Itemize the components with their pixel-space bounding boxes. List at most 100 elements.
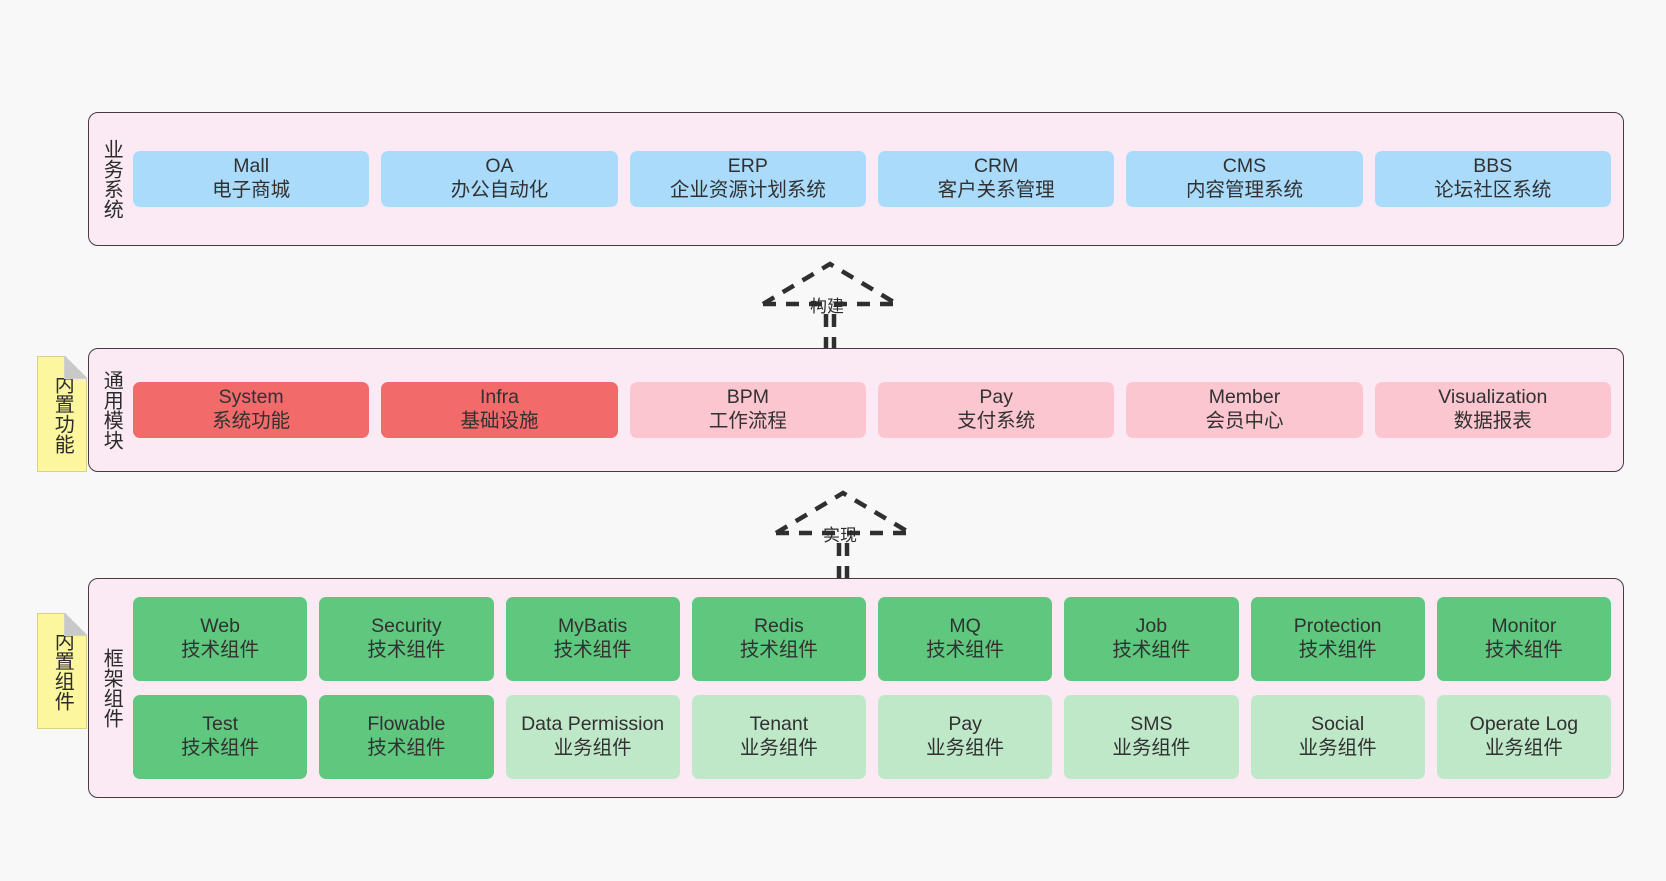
card-title: Operate Log <box>1469 713 1579 736</box>
card-title: Pay <box>948 713 982 736</box>
card-subtitle: 技术组件 <box>739 639 818 661</box>
card-title: Monitor <box>1491 615 1557 638</box>
connector-label-build: 构建 <box>810 297 844 316</box>
card-title: Pay <box>979 386 1013 409</box>
card-web[interactable]: Web 技术组件 <box>133 597 308 681</box>
card-crm[interactable]: CRM 客户关系管理 <box>877 151 1115 207</box>
card-mybatis[interactable]: MyBatis 技术组件 <box>505 597 680 681</box>
card-subtitle: 技术组件 <box>926 639 1005 661</box>
note-builtin-function: 内置功能 <box>37 356 87 472</box>
card-social[interactable]: Social 业务组件 <box>1250 695 1425 779</box>
card-title: BPM <box>726 386 769 409</box>
card-pay-component[interactable]: Pay 业务组件 <box>878 695 1053 779</box>
card-title: Test <box>202 713 238 736</box>
card-title: CRM <box>973 155 1019 178</box>
card-subtitle: 技术组件 <box>181 737 260 759</box>
card-subtitle: 技术组件 <box>367 737 446 759</box>
card-bpm[interactable]: BPM 工作流程 <box>629 382 866 438</box>
card-visualization[interactable]: Visualization 数据报表 <box>1374 382 1611 438</box>
card-subtitle: 业务组件 <box>553 737 632 759</box>
note-builtin-component: 内置组件 <box>37 613 87 729</box>
connector-label-implement: 实现 <box>823 526 857 545</box>
card-subtitle: 业务组件 <box>926 737 1005 759</box>
card-title: Member <box>1208 386 1281 409</box>
card-tenant[interactable]: Tenant 业务组件 <box>691 695 866 779</box>
card-subtitle: 业务组件 <box>1484 737 1563 759</box>
dashed-hollow-arrow-icon <box>774 490 912 579</box>
card-system[interactable]: System 系统功能 <box>133 382 370 438</box>
layer-business-system: 业务系统 Mall 电子商城 OA 办公自动化 ERP 企业资源计划系统 CRM… <box>88 112 1624 246</box>
card-mall[interactable]: Mall 电子商城 <box>133 151 370 207</box>
card-title: BBS <box>1473 155 1513 178</box>
card-title: Data Permission <box>521 713 665 736</box>
card-subtitle: 电子商城 <box>212 179 291 201</box>
card-title: ERP <box>727 155 768 178</box>
card-operate-log[interactable]: Operate Log 业务组件 <box>1436 695 1611 779</box>
card-pay[interactable]: Pay 支付系统 <box>877 382 1115 438</box>
card-subtitle: 论坛社区系统 <box>1434 179 1552 201</box>
card-redis[interactable]: Redis 技术组件 <box>691 597 866 681</box>
connector-build: 构建 <box>755 258 905 350</box>
layer-body-framework-component: Web 技术组件 Security 技术组件 MyBatis 技术组件 Redi… <box>133 579 1623 797</box>
card-bbs[interactable]: BBS 论坛社区系统 <box>1374 151 1611 207</box>
card-subtitle: 系统功能 <box>212 410 291 432</box>
card-title: OA <box>485 155 514 178</box>
card-test[interactable]: Test 技术组件 <box>133 695 308 779</box>
card-row: Web 技术组件 Security 技术组件 MyBatis 技术组件 Redi… <box>133 597 1611 681</box>
card-protection[interactable]: Protection 技术组件 <box>1250 597 1425 681</box>
card-oa[interactable]: OA 办公自动化 <box>381 151 618 207</box>
card-subtitle: 办公自动化 <box>450 179 549 201</box>
card-title: Visualization <box>1438 386 1548 409</box>
card-title: Job <box>1135 615 1168 638</box>
card-title: Web <box>200 615 240 638</box>
layer-body-business-system: Mall 电子商城 OA 办公自动化 ERP 企业资源计划系统 CRM 客户关系… <box>133 113 1623 245</box>
layer-label-business-system: 业务系统 <box>100 139 123 219</box>
card-title: CMS <box>1222 155 1267 178</box>
card-title: Social <box>1311 713 1365 736</box>
card-subtitle: 工作流程 <box>708 410 787 432</box>
card-subtitle: 基础设施 <box>460 410 539 432</box>
card-title: Infra <box>479 386 519 409</box>
card-monitor[interactable]: Monitor 技术组件 <box>1436 597 1611 681</box>
card-title: Protection <box>1293 615 1382 638</box>
card-flowable[interactable]: Flowable 技术组件 <box>319 695 494 779</box>
connector-implement: 实现 <box>768 487 918 579</box>
card-subtitle: 客户关系管理 <box>937 179 1055 201</box>
card-subtitle: 技术组件 <box>1112 639 1191 661</box>
card-cms[interactable]: CMS 内容管理系统 <box>1126 151 1363 207</box>
card-security[interactable]: Security 技术组件 <box>319 597 494 681</box>
card-subtitle: 技术组件 <box>553 639 632 661</box>
card-mq[interactable]: MQ 技术组件 <box>878 597 1053 681</box>
card-subtitle: 技术组件 <box>1298 639 1377 661</box>
card-infra[interactable]: Infra 基础设施 <box>381 382 618 438</box>
card-subtitle: 业务组件 <box>739 737 818 759</box>
card-subtitle: 技术组件 <box>181 639 260 661</box>
card-title: Flowable <box>367 713 446 736</box>
card-title: MQ <box>949 615 981 638</box>
card-title: MyBatis <box>557 615 628 638</box>
card-subtitle: 企业资源计划系统 <box>669 179 826 201</box>
card-data-permission[interactable]: Data Permission 业务组件 <box>505 695 680 779</box>
card-subtitle: 支付系统 <box>957 410 1036 432</box>
card-subtitle: 内容管理系统 <box>1185 179 1303 201</box>
card-subtitle: 数据报表 <box>1453 410 1532 432</box>
card-sms[interactable]: SMS 业务组件 <box>1064 695 1239 779</box>
card-erp[interactable]: ERP 企业资源计划系统 <box>629 151 866 207</box>
layer-label-common-module: 通用模块 <box>100 370 123 450</box>
card-title: Security <box>371 615 442 638</box>
card-title: System <box>218 386 284 409</box>
card-title: Redis <box>753 615 804 638</box>
card-job[interactable]: Job 技术组件 <box>1064 597 1239 681</box>
card-member[interactable]: Member 会员中心 <box>1126 382 1363 438</box>
card-row: System 系统功能 Infra 基础设施 BPM 工作流程 Pay 支付系统… <box>133 382 1611 438</box>
card-subtitle: 会员中心 <box>1205 410 1284 432</box>
note-text: 内置功能 <box>51 374 74 454</box>
card-subtitle: 业务组件 <box>1298 737 1377 759</box>
card-row: Test 技术组件 Flowable 技术组件 Data Permission … <box>133 695 1611 779</box>
dashed-hollow-arrow-icon <box>761 261 899 350</box>
card-subtitle: 业务组件 <box>1112 737 1191 759</box>
layer-framework-component: 框架组件 Web 技术组件 Security 技术组件 MyBatis 技术组件… <box>88 578 1624 798</box>
note-text: 内置组件 <box>51 631 74 711</box>
card-row: Mall 电子商城 OA 办公自动化 ERP 企业资源计划系统 CRM 客户关系… <box>133 151 1611 207</box>
